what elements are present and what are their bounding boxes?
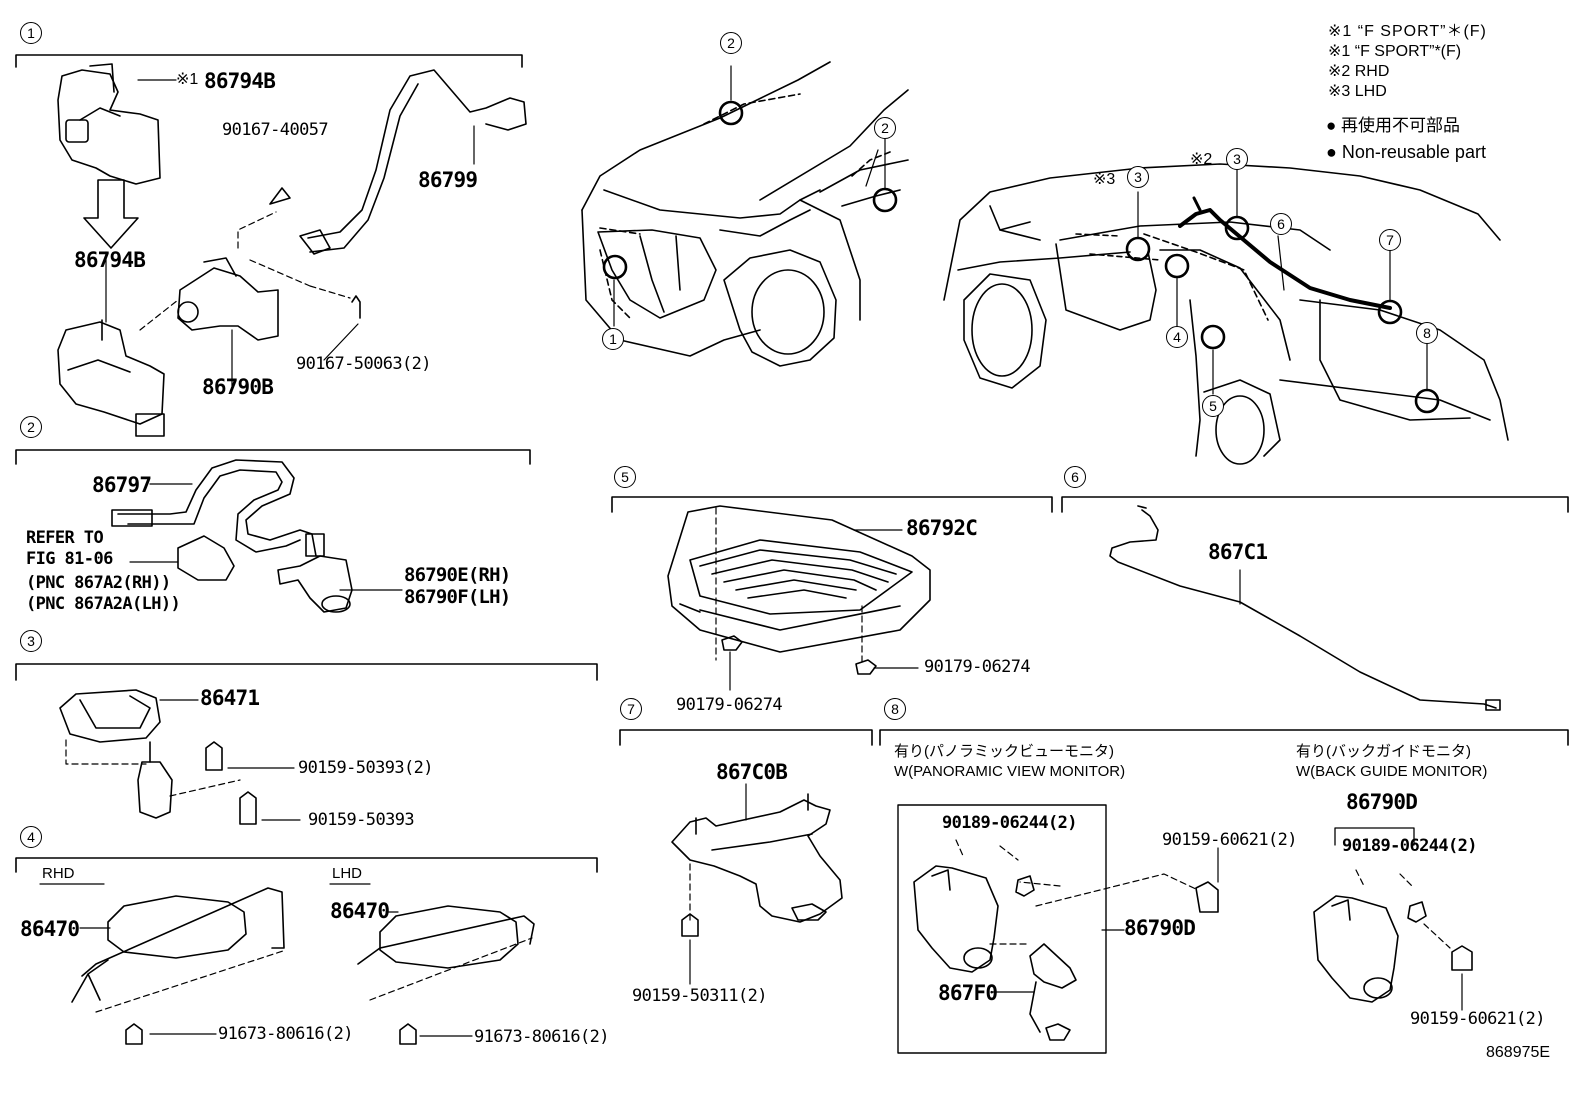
s8-bgm-en: W(BACK GUIDE MONITOR) (1296, 763, 1488, 780)
section-number-1: 1 (20, 22, 42, 44)
s3-part-90159-50393: 90159-50393 (308, 810, 415, 830)
car-callout-6: 6 (1270, 213, 1292, 235)
s2-refer-2: FIG 81-06 (26, 549, 113, 569)
section-number-7: 7 (620, 698, 642, 720)
s2-refer-4: (PNC 867A2A(LH)) (26, 594, 181, 614)
s6-part-867C1: 867C1 (1208, 540, 1268, 564)
s1-part-90167-40057: 90167-40057 (222, 120, 329, 140)
s8-part-86790D-pvm: 86790D (1124, 916, 1196, 940)
s3-part-90159-50393-2: 90159-50393(2) (298, 758, 433, 778)
legend-nonreusable-jp: ● 再使用不可部品 (1326, 116, 1460, 135)
s8-part-86790D-bgm: 86790D (1346, 790, 1418, 814)
s5-part-86792C: 86792C (906, 516, 978, 540)
section-number-3: 3 (20, 630, 42, 652)
legend-note-1a: ※1 “F SPORT”＊(F) (1328, 23, 1487, 40)
s8-part-90159-60621-bgm: 90159-60621(2) (1410, 1009, 1545, 1029)
s1-part-86794B-bottom: 86794B (74, 248, 146, 272)
s8-part-90159-60621-pvm: 90159-60621(2) (1162, 830, 1297, 850)
s8-bgm-jp: 有り(バックガイドモニタ) (1296, 743, 1471, 760)
s7-part-90159-50311: 90159-50311(2) (632, 986, 767, 1006)
section5-artwork (667, 505, 931, 691)
car-callout-8: 8 (1416, 322, 1438, 344)
section2-artwork (111, 459, 403, 613)
s8-part-90189-06244-pvm: 90189-06244(2) (942, 813, 1077, 833)
rhd-mark: ※2 (1190, 151, 1213, 168)
s4-part-91673-80616-lhd: 91673-80616(2) (474, 1027, 609, 1047)
s3-part-86471: 86471 (200, 686, 260, 710)
legend-note-2: ※2 RHD (1328, 63, 1390, 80)
s4-part-86470-lhd: 86470 (330, 899, 390, 923)
s4-rhd-label: RHD (42, 865, 75, 882)
s2-refer-1: REFER TO (26, 528, 104, 548)
car-callout-2-front-top: 2 (720, 32, 742, 54)
section1-artwork (57, 63, 527, 437)
section-number-6: 6 (1064, 466, 1086, 488)
figure-code: 868975E (1486, 1044, 1551, 1061)
section4-artwork (71, 887, 535, 1045)
car-callout-4: 4 (1166, 326, 1188, 348)
section-brackets (15, 54, 1569, 1054)
section8-artwork (913, 839, 1473, 1041)
s1-mark: ※1 (176, 71, 199, 88)
car-callout-7: 7 (1379, 229, 1401, 251)
car-callout-2-front-side: 2 (874, 117, 896, 139)
car-callout-5: 5 (1202, 395, 1224, 417)
s4-part-86470-rhd: 86470 (20, 917, 80, 941)
section-number-4: 4 (20, 826, 42, 848)
s1-part-86794B-top: 86794B (204, 69, 276, 93)
s8-part-867F0: 867F0 (938, 981, 998, 1005)
car-callout-1-front: 1 (602, 328, 624, 350)
s2-refer-3: (PNC 867A2(RH)) (26, 573, 171, 593)
s1-part-86799: 86799 (418, 168, 478, 192)
s8-pvm-en: W(PANORAMIC VIEW MONITOR) (894, 763, 1126, 780)
s2-part-86790F-LH: 86790F(LH) (404, 586, 511, 608)
s5-part-90179-06274-right: 90179-06274 (924, 657, 1031, 677)
s5-part-90179-06274-left: 90179-06274 (676, 695, 783, 715)
s4-lhd-label: LHD (332, 865, 363, 882)
lhd-mark: ※3 (1093, 171, 1116, 188)
s2-part-86797: 86797 (92, 473, 152, 497)
section6-artwork (1109, 505, 1501, 711)
s2-part-86790E-RH: 86790E(RH) (404, 564, 511, 586)
legend-nonreusable-en: ● Non-reusable part (1326, 142, 1486, 162)
front-car-outline (581, 61, 909, 367)
section-number-8: 8 (884, 698, 906, 720)
section7-artwork (671, 783, 843, 985)
s8-part-90189-06244-bgm: 90189-06244(2) (1342, 836, 1477, 856)
s1-part-90167-50063: 90167-50063(2) (296, 354, 431, 374)
car-callout-3-lhd: 3 (1127, 166, 1149, 188)
s4-part-91673-80616-rhd: 91673-80616(2) (218, 1024, 353, 1044)
legend-note-1b: ※1 “F SPORT”*(F) (1328, 43, 1462, 60)
s7-part-867C0B: 867C0B (716, 760, 788, 784)
section3-artwork (59, 689, 301, 825)
rear-car-outline (943, 163, 1509, 465)
section-number-2: 2 (20, 416, 42, 438)
legend-note-3: ※3 LHD (1328, 83, 1387, 100)
section-number-5: 5 (614, 466, 636, 488)
car-callout-3-rhd: 3 (1226, 148, 1248, 170)
s1-part-86790B: 86790B (202, 375, 274, 399)
s8-pvm-jp: 有り(パノラミックビューモニタ) (894, 743, 1114, 760)
